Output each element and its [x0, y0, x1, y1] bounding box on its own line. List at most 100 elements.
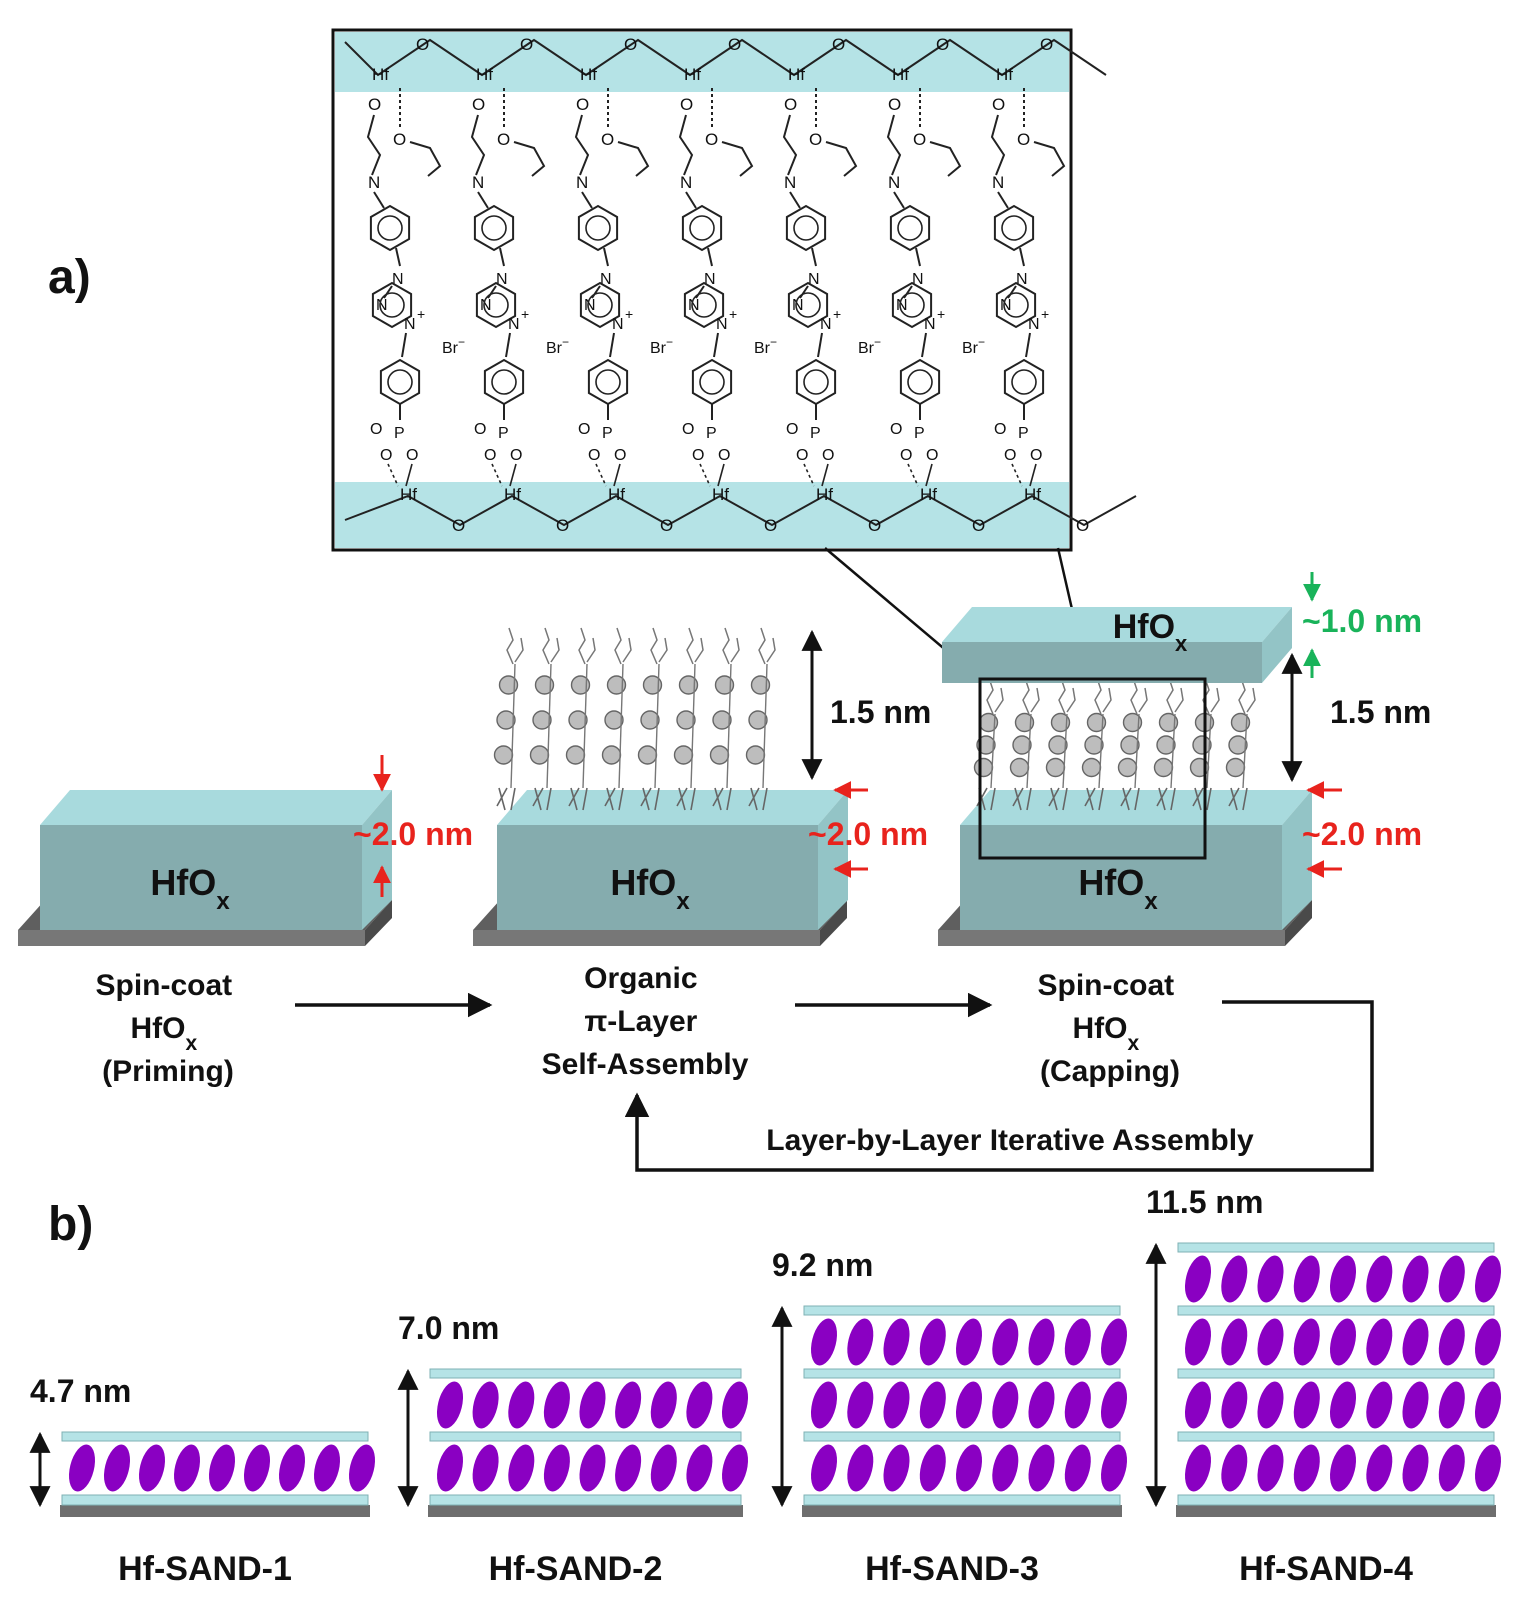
- o-atom: O: [1004, 447, 1016, 464]
- organic-ellipse: [579, 1381, 606, 1429]
- organic-molecule: [1081, 677, 1112, 811]
- methylene-bond: [401, 332, 407, 358]
- organic-ellipse: [508, 1381, 535, 1429]
- bottom-hf-o-backbone: [344, 494, 1137, 527]
- o-atom: O: [784, 95, 797, 114]
- organic-ellipse: [955, 1444, 983, 1492]
- n-atom: N: [376, 297, 388, 314]
- benzene-ring: [369, 204, 411, 252]
- pyridinium-n: N: [612, 316, 624, 333]
- o-atom: O: [601, 130, 614, 149]
- o-atom: O: [452, 516, 465, 535]
- o-atom: O: [556, 516, 569, 535]
- o-atom: O: [913, 130, 926, 149]
- organic-ellipse: [1257, 1255, 1284, 1303]
- o-atom: O: [992, 95, 1005, 114]
- hf-atom: Hf: [476, 65, 493, 84]
- bond: [487, 285, 497, 299]
- organic-ellipse: [1438, 1444, 1465, 1492]
- bond: [707, 247, 713, 267]
- bond: [509, 463, 517, 487]
- positive-charge: +: [729, 306, 737, 322]
- ethylene-arm: [617, 141, 650, 177]
- organic-ellipse: [1221, 1444, 1248, 1492]
- thickness-label: ~2.0 nm: [1302, 816, 1422, 852]
- ethylene-arm: [886, 114, 902, 176]
- o-atom: O: [578, 421, 590, 438]
- aromatic-circle: [795, 292, 821, 318]
- organic-molecule: [1117, 677, 1148, 811]
- organic-ellipse: [472, 1381, 499, 1429]
- organic-ellipse: [103, 1444, 131, 1492]
- bond: [997, 191, 1009, 209]
- o-atom: O: [822, 447, 834, 464]
- bond: [591, 285, 601, 299]
- positive-charge: +: [521, 306, 529, 322]
- hfox-layer: [429, 1431, 742, 1442]
- hf-atom: Hf: [580, 65, 597, 84]
- organic-ellipse: [436, 1444, 464, 1492]
- hfox-layer: [429, 1368, 742, 1379]
- stack-name: Hf-SAND-3: [865, 1550, 1039, 1588]
- ethylene-arm: [1033, 141, 1066, 177]
- bond: [581, 191, 593, 209]
- hfox-layer: [61, 1494, 369, 1506]
- organic-molecule: [637, 627, 668, 811]
- hfox-block-side: [818, 790, 848, 930]
- organic-ellipse: [1438, 1318, 1465, 1366]
- organic-ellipse: [810, 1318, 838, 1366]
- organic-ellipse: [1366, 1255, 1393, 1303]
- organic-ellipse: [919, 1381, 946, 1429]
- organic-ellipse: [1293, 1381, 1320, 1429]
- organic-molecule: [1045, 677, 1076, 811]
- hfox-block-side: [1282, 790, 1312, 930]
- hfox-layer: [803, 1431, 1121, 1442]
- organic-ellipse: [138, 1444, 166, 1492]
- positive-charge: +: [833, 306, 841, 322]
- o-atom: O: [682, 421, 694, 438]
- aromatic-circle: [379, 292, 405, 318]
- organic-ellipse: [1221, 1318, 1248, 1366]
- coordination-bond: [387, 463, 399, 487]
- hf-atom: Hf: [504, 485, 521, 504]
- organic-molecule: [709, 627, 740, 811]
- bond: [811, 247, 817, 267]
- organic-ellipse: [1474, 1444, 1502, 1492]
- capping-block: HfOx HfOx ~1.0 nm 1.5 nm ~2.0 nm: [938, 572, 1431, 946]
- organic-ellipse: [721, 1381, 749, 1429]
- substrate-front: [938, 930, 1285, 946]
- o-atom: O: [406, 447, 418, 464]
- organic-ellipse: [1329, 1318, 1357, 1366]
- n-atom: N: [480, 297, 492, 314]
- pyridinium-n: N: [1028, 316, 1040, 333]
- organic-ellipse: [1100, 1381, 1128, 1429]
- o-atom: O: [380, 447, 392, 464]
- positive-charge: +: [625, 306, 633, 322]
- o-atom: O: [484, 447, 496, 464]
- aromatic-circle: [587, 292, 613, 318]
- bond: [499, 247, 505, 267]
- hfox-label: HfOx: [1078, 862, 1158, 915]
- n-atom: N: [600, 271, 612, 288]
- loop-label: Layer-by-Layer Iterative Assembly: [766, 1124, 1254, 1157]
- o-atom: O: [764, 516, 777, 535]
- p-atom: P: [706, 425, 717, 442]
- pyridinium-n: N: [404, 316, 416, 333]
- substrate-front: [473, 930, 820, 946]
- organic-ellipse: [1064, 1381, 1091, 1429]
- hf-atom: Hf: [1024, 485, 1041, 504]
- hf-atom: Hf: [684, 65, 701, 84]
- cap-slab-side: [1262, 607, 1292, 683]
- aromatic-circle: [483, 292, 509, 318]
- o-atom: O: [705, 130, 718, 149]
- organic-ellipse: [1293, 1444, 1320, 1492]
- stack-substrate: [802, 1505, 1122, 1517]
- bond: [373, 191, 385, 209]
- substrate-front: [18, 930, 365, 946]
- hfox-block-top: [40, 790, 392, 825]
